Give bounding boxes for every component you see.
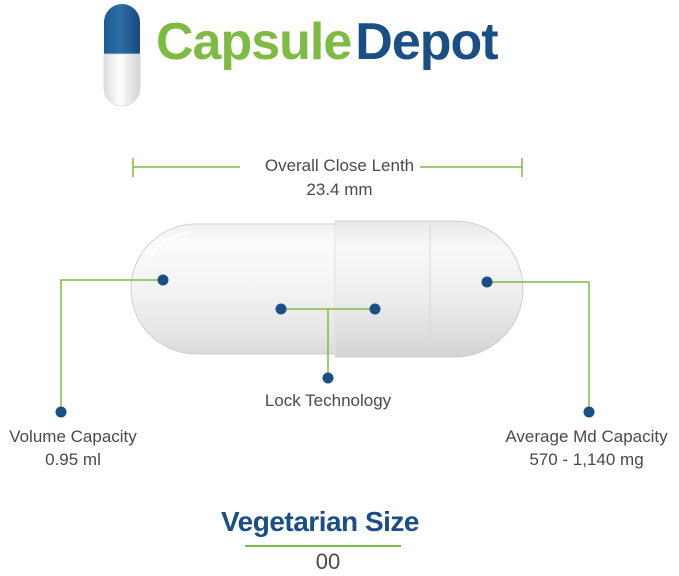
callout-dots xyxy=(55,274,595,418)
size-divider xyxy=(245,545,401,547)
dot-marker-icon xyxy=(369,303,381,315)
callout-lines xyxy=(60,279,590,412)
volume-capacity-label: Volume Capacity 0.95 ml xyxy=(0,425,146,471)
capsule-icon xyxy=(103,4,141,107)
dot-marker-icon xyxy=(275,303,287,315)
size-title: Vegetarian Size xyxy=(221,506,419,537)
brand-logo: CapsuleDepot xyxy=(100,2,560,108)
md-capacity-value: 570 - 1,140 mg xyxy=(529,450,644,469)
dimension-title-text: Overall Close Lenth xyxy=(258,156,421,175)
brand-word-depot: Depot xyxy=(355,13,498,71)
dimension-line xyxy=(132,158,523,177)
brand-word-capsule: Capsule xyxy=(156,13,352,71)
dot-marker-icon xyxy=(157,274,169,286)
volume-capacity-value: 0.95 ml xyxy=(45,450,101,469)
lock-technology-label: Lock Technology xyxy=(264,391,392,410)
md-capacity-label: Average Md Capacity 570 - 1,140 mg xyxy=(494,425,679,471)
dot-marker-icon xyxy=(55,406,67,418)
dot-marker-icon xyxy=(481,276,493,288)
brand-name: CapsuleDepot xyxy=(156,13,499,71)
dot-marker-icon xyxy=(322,372,334,384)
size-value: 00 xyxy=(315,549,341,574)
dimension-value: 23.4 mm xyxy=(306,180,373,199)
dimension-title: Overall Close Lenth xyxy=(0,156,679,176)
capsule-image xyxy=(130,220,524,358)
volume-capacity-title: Volume Capacity xyxy=(9,427,137,446)
dot-marker-icon xyxy=(583,406,595,418)
md-capacity-title: Average Md Capacity xyxy=(505,427,668,446)
